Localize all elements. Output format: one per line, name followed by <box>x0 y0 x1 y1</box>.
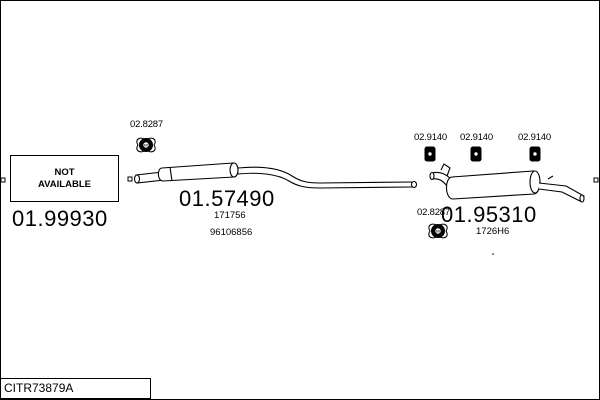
clamp-icon-front: 66 <box>136 137 156 153</box>
clamp-label-rear: 02.8287 <box>417 207 450 218</box>
clamp-label-front: 02.8287 <box>130 119 163 130</box>
rear-oem: 1726H6 <box>476 226 510 237</box>
svg-text:66: 66 <box>436 230 440 234</box>
hanger-label-1: 02.9140 <box>414 132 447 143</box>
reference-code-box: CITR73879A <box>0 378 151 399</box>
middle-silencer-part <box>133 162 418 189</box>
not-available-line2: AVAILABLE <box>38 178 91 190</box>
hanger-label-2: 02.9140 <box>460 132 493 143</box>
not-available-line1: NOT <box>54 166 75 178</box>
clamp-icon-rear: 66 <box>428 223 448 239</box>
hanger-icon-2 <box>470 146 482 162</box>
not-available-box: NOT AVAILABLE <box>10 155 119 202</box>
rear-part-number: 01.95310 <box>441 202 537 227</box>
hanger-label-3: 02.9140 <box>518 132 551 143</box>
rear-silencer-part <box>429 163 585 203</box>
right-connector-marker <box>593 177 599 183</box>
middle-oem-1: 171756 <box>214 210 246 221</box>
reference-code: CITR73879A <box>4 381 74 395</box>
mark-dot <box>492 253 494 255</box>
front-connector-marker <box>127 176 133 182</box>
hanger-icon-1 <box>424 146 436 162</box>
left-connector-marker <box>0 177 6 183</box>
middle-part-number: 01.57490 <box>179 186 275 211</box>
front-part-number: 01.99930 <box>12 206 108 231</box>
hanger-icon-3 <box>529 146 541 162</box>
middle-oem-2: 96106856 <box>210 227 253 238</box>
svg-text:66: 66 <box>144 144 148 148</box>
